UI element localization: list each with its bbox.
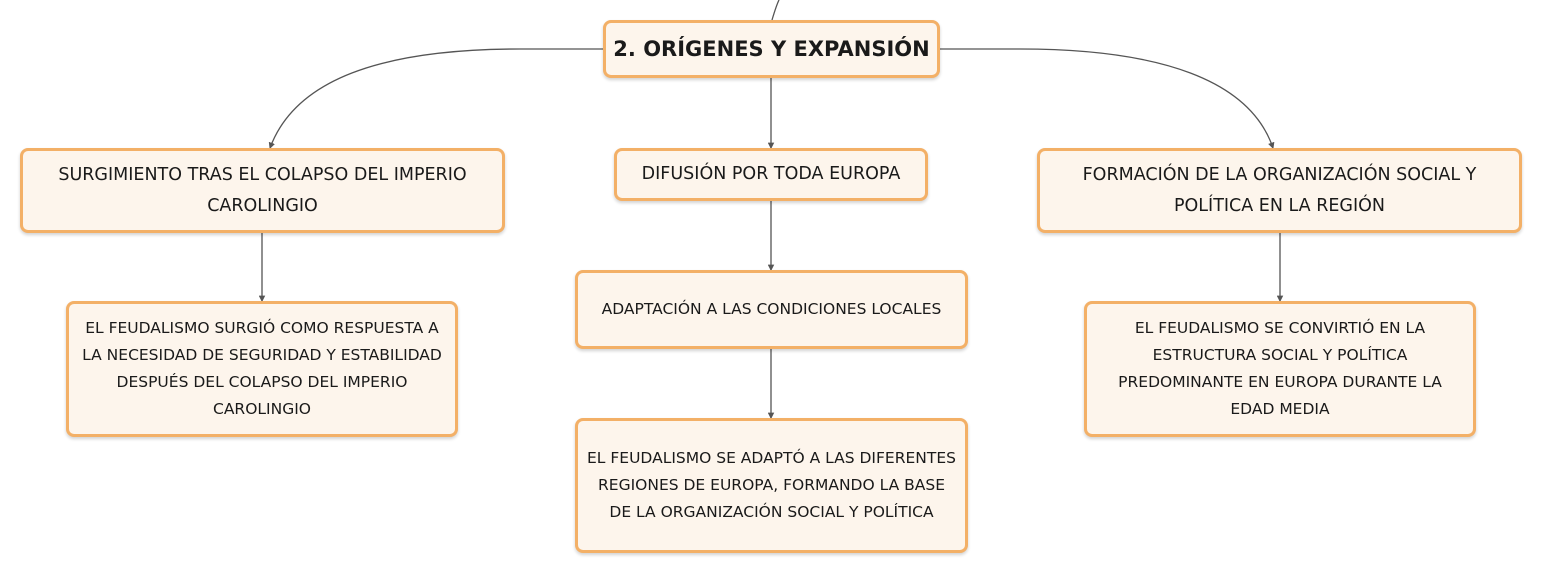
subtopic-node-center-detail[interactable]: EL FEUDALISMO SE ADAPTÓ A LAS DIFERENTES…	[575, 418, 968, 553]
topic-node-left[interactable]: SURGIMIENTO TRAS EL COLAPSO DEL IMPERIO …	[20, 148, 505, 233]
connector-root-left	[268, 48, 603, 150]
subtopic-node-center[interactable]: ADAPTACIÓN A LAS CONDICIONES LOCALES	[575, 270, 968, 349]
root-node[interactable]: 2. ORÍGENES Y EXPANSIÓN	[603, 20, 940, 78]
root-label: 2. ORÍGENES Y EXPANSIÓN	[613, 37, 930, 61]
connector-incoming	[771, 0, 780, 21]
subtopic-label: EL FEUDALISMO SE CONVIRTIÓ EN LA ESTRUCT…	[1118, 319, 1442, 418]
topic-label: FORMACIÓN DE LA ORGANIZACIÓN SOCIAL Y PO…	[1082, 164, 1477, 216]
subtopic-label: EL FEUDALISMO SE ADAPTÓ A LAS DIFERENTES…	[587, 449, 956, 521]
subtopic-label: ADAPTACIÓN A LAS CONDICIONES LOCALES	[601, 300, 942, 318]
topic-node-center[interactable]: DIFUSIÓN POR TODA EUROPA	[614, 148, 928, 201]
subtopic-label: EL FEUDALISMO SURGIÓ COMO RESPUESTA A LA…	[82, 319, 442, 418]
subtopic-node-left[interactable]: EL FEUDALISMO SURGIÓ COMO RESPUESTA A LA…	[66, 301, 458, 437]
topic-label: DIFUSIÓN POR TODA EUROPA	[641, 164, 901, 184]
subtopic-node-right[interactable]: EL FEUDALISMO SE CONVIRTIÓ EN LA ESTRUCT…	[1084, 301, 1476, 437]
topic-label: SURGIMIENTO TRAS EL COLAPSO DEL IMPERIO …	[58, 164, 467, 216]
topic-node-right[interactable]: FORMACIÓN DE LA ORGANIZACIÓN SOCIAL Y PO…	[1037, 148, 1522, 233]
connector-root-right	[940, 48, 1275, 150]
